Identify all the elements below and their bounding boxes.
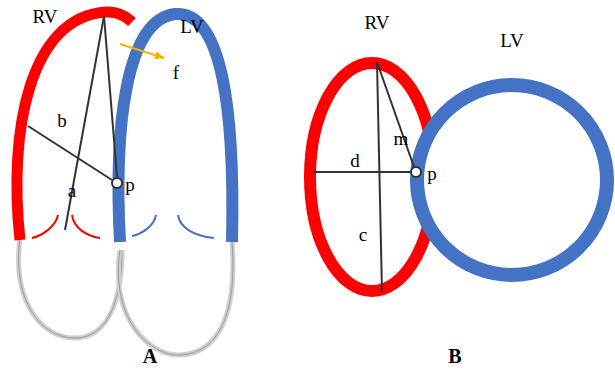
force-label: f: [173, 63, 179, 82]
dimension-label: b: [57, 111, 67, 130]
dimension-label: m: [394, 129, 409, 148]
chamber-label: LV: [180, 17, 204, 36]
point-label: p: [125, 175, 135, 194]
panel-label: B: [448, 346, 461, 366]
dimension-label: c: [359, 225, 367, 244]
point-label: p: [426, 164, 438, 183]
chamber-label: RV: [33, 7, 58, 26]
panel-label: A: [143, 346, 157, 366]
chamber-label: LV: [500, 31, 524, 50]
dimension-label: a: [68, 181, 76, 200]
chamber-label: RV: [365, 13, 390, 32]
dimension-label: d: [350, 151, 360, 170]
